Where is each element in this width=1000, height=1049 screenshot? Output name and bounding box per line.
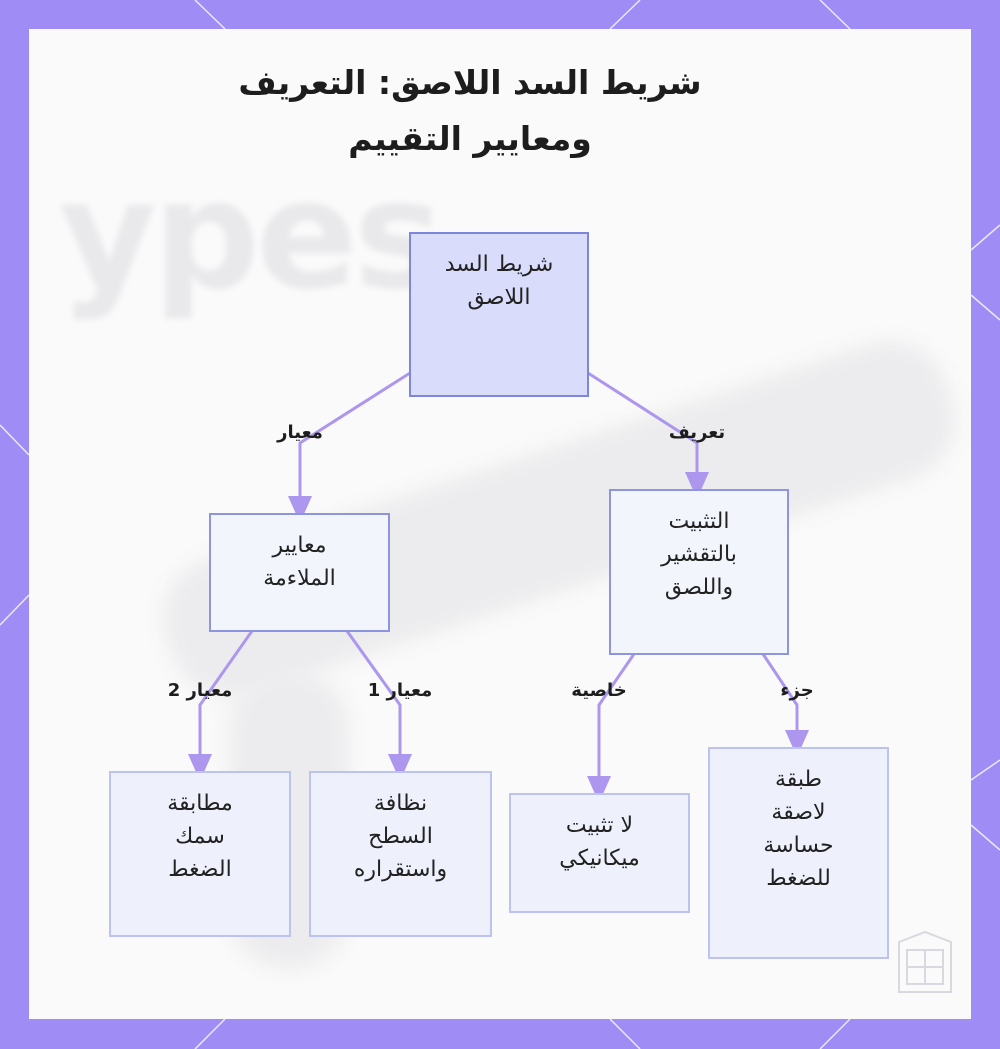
edge-label-criterion: معيار — [277, 422, 323, 443]
edge-label-criterion-1: معيار 1 — [368, 680, 433, 701]
node-fit-criteria-label: معايير الملاءمة — [245, 529, 354, 595]
node-thickness-match-label: مطابقة سمك الضغط — [151, 787, 249, 886]
node-psa-layer[interactable]: طبقة لاصقة حساسة للضغط — [708, 747, 889, 959]
node-surface-clean-label: نظافة السطح واستقراره — [341, 787, 460, 886]
brand-logo-icon — [893, 928, 957, 998]
node-thickness-match[interactable]: مطابقة سمك الضغط — [109, 771, 291, 937]
node-adhesion-label: التثبيت بالتقشير واللصق — [629, 505, 769, 604]
node-no-mechanical-label: لا تثبيت ميكانيكي — [547, 809, 652, 875]
edge-label-property: خاصية — [571, 680, 626, 701]
node-root[interactable]: شريط السد اللاصق — [409, 232, 589, 397]
edge-label-part: جزء — [780, 680, 813, 701]
edge-adhesion-nomech — [599, 654, 634, 791]
node-adhesion[interactable]: التثبيت بالتقشير واللصق — [609, 489, 789, 655]
node-no-mechanical[interactable]: لا تثبيت ميكانيكي — [509, 793, 690, 913]
node-psa-layer-label: طبقة لاصقة حساسة للضغط — [746, 763, 851, 895]
node-root-label: شريط السد اللاصق — [437, 248, 561, 314]
node-surface-clean[interactable]: نظافة السطح واستقراره — [309, 771, 492, 937]
node-fit-criteria[interactable]: معايير الملاءمة — [209, 513, 390, 632]
edge-label-criterion-2: معيار 2 — [168, 680, 233, 701]
edge-label-definition: تعريف — [669, 422, 725, 443]
